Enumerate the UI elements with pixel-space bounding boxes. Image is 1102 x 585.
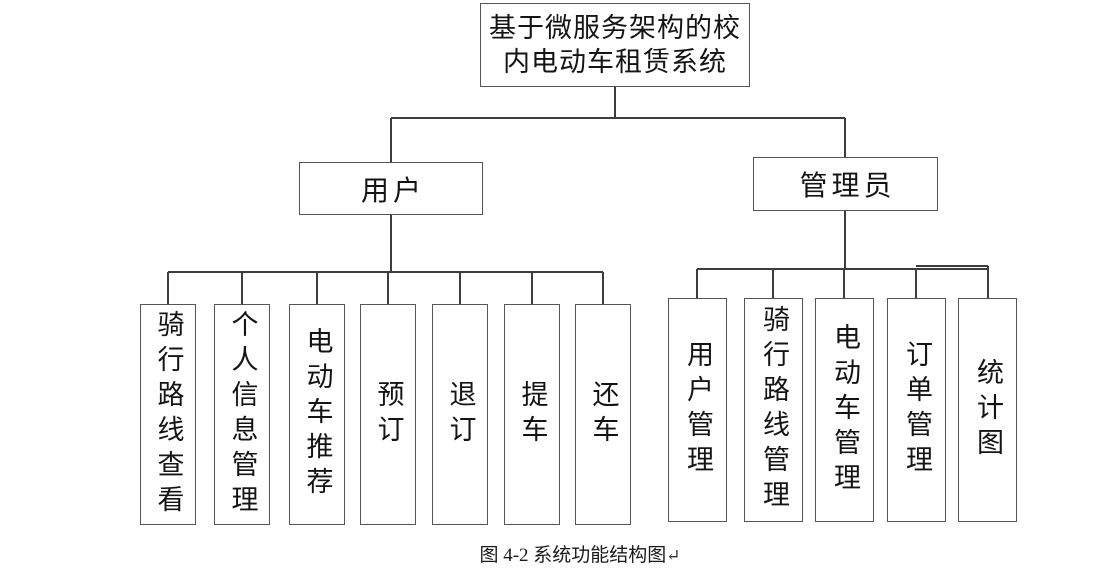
- leaf-node-return: 还车: [575, 304, 631, 525]
- leaf-node-profile-management: 个人信息管理: [214, 304, 270, 525]
- leaf-node-route-management: 骑行路线管理: [744, 298, 803, 522]
- paragraph-return-mark: ↵: [666, 546, 681, 565]
- branch-node-user: 用户: [299, 162, 483, 215]
- leaf-node-statistics-chart: 统计图: [958, 298, 1017, 522]
- root-node-title: 基于微服务架构的校 内电动车租赁系统: [489, 11, 741, 79]
- leaf-node-user-management: 用户管理: [668, 298, 727, 522]
- root-node: 基于微服务架构的校 内电动车租赁系统: [480, 3, 750, 87]
- leaf-label: 电动车管理: [830, 322, 860, 498]
- leaf-label: 骑行路线管理: [759, 305, 789, 515]
- branch-user-label: 用户: [360, 175, 425, 207]
- leaf-label: 个人信息管理: [227, 309, 258, 520]
- leaf-label: 订单管理: [902, 340, 932, 480]
- root-title-line-1: 基于微服务架构的校: [489, 13, 741, 43]
- leaf-label: 电动车推荐: [302, 327, 333, 502]
- branch-admin-label: 管理员: [799, 171, 896, 202]
- leaf-node-ebike-management: 电动车管理: [815, 298, 874, 522]
- root-title-line-2: 内电动车租赁系统: [503, 47, 727, 77]
- leaf-node-reserve: 预订: [360, 304, 416, 525]
- leaf-label: 还车: [588, 379, 619, 450]
- leaf-node-pickup: 提车: [504, 304, 560, 525]
- leaf-label: 用户管理: [683, 340, 713, 480]
- leaf-node-cancel-reservation: 退订: [432, 304, 488, 525]
- leaf-label: 骑行路线查看: [153, 309, 184, 520]
- leaf-label: 预订: [373, 379, 404, 450]
- figure-caption-text: 图 4-2 系统功能结构图: [479, 545, 667, 566]
- branch-node-admin: 管理员: [753, 157, 938, 211]
- leaf-node-ebike-recommend: 电动车推荐: [289, 304, 345, 525]
- leaf-node-route-view: 骑行路线查看: [140, 304, 196, 525]
- leaf-label: 提车: [517, 379, 548, 450]
- leaf-label: 退订: [445, 379, 476, 450]
- leaf-label: 统计图: [973, 357, 1003, 463]
- figure-caption: 图 4-2 系统功能结构图↵: [440, 540, 720, 567]
- leaf-node-order-management: 订单管理: [887, 298, 946, 522]
